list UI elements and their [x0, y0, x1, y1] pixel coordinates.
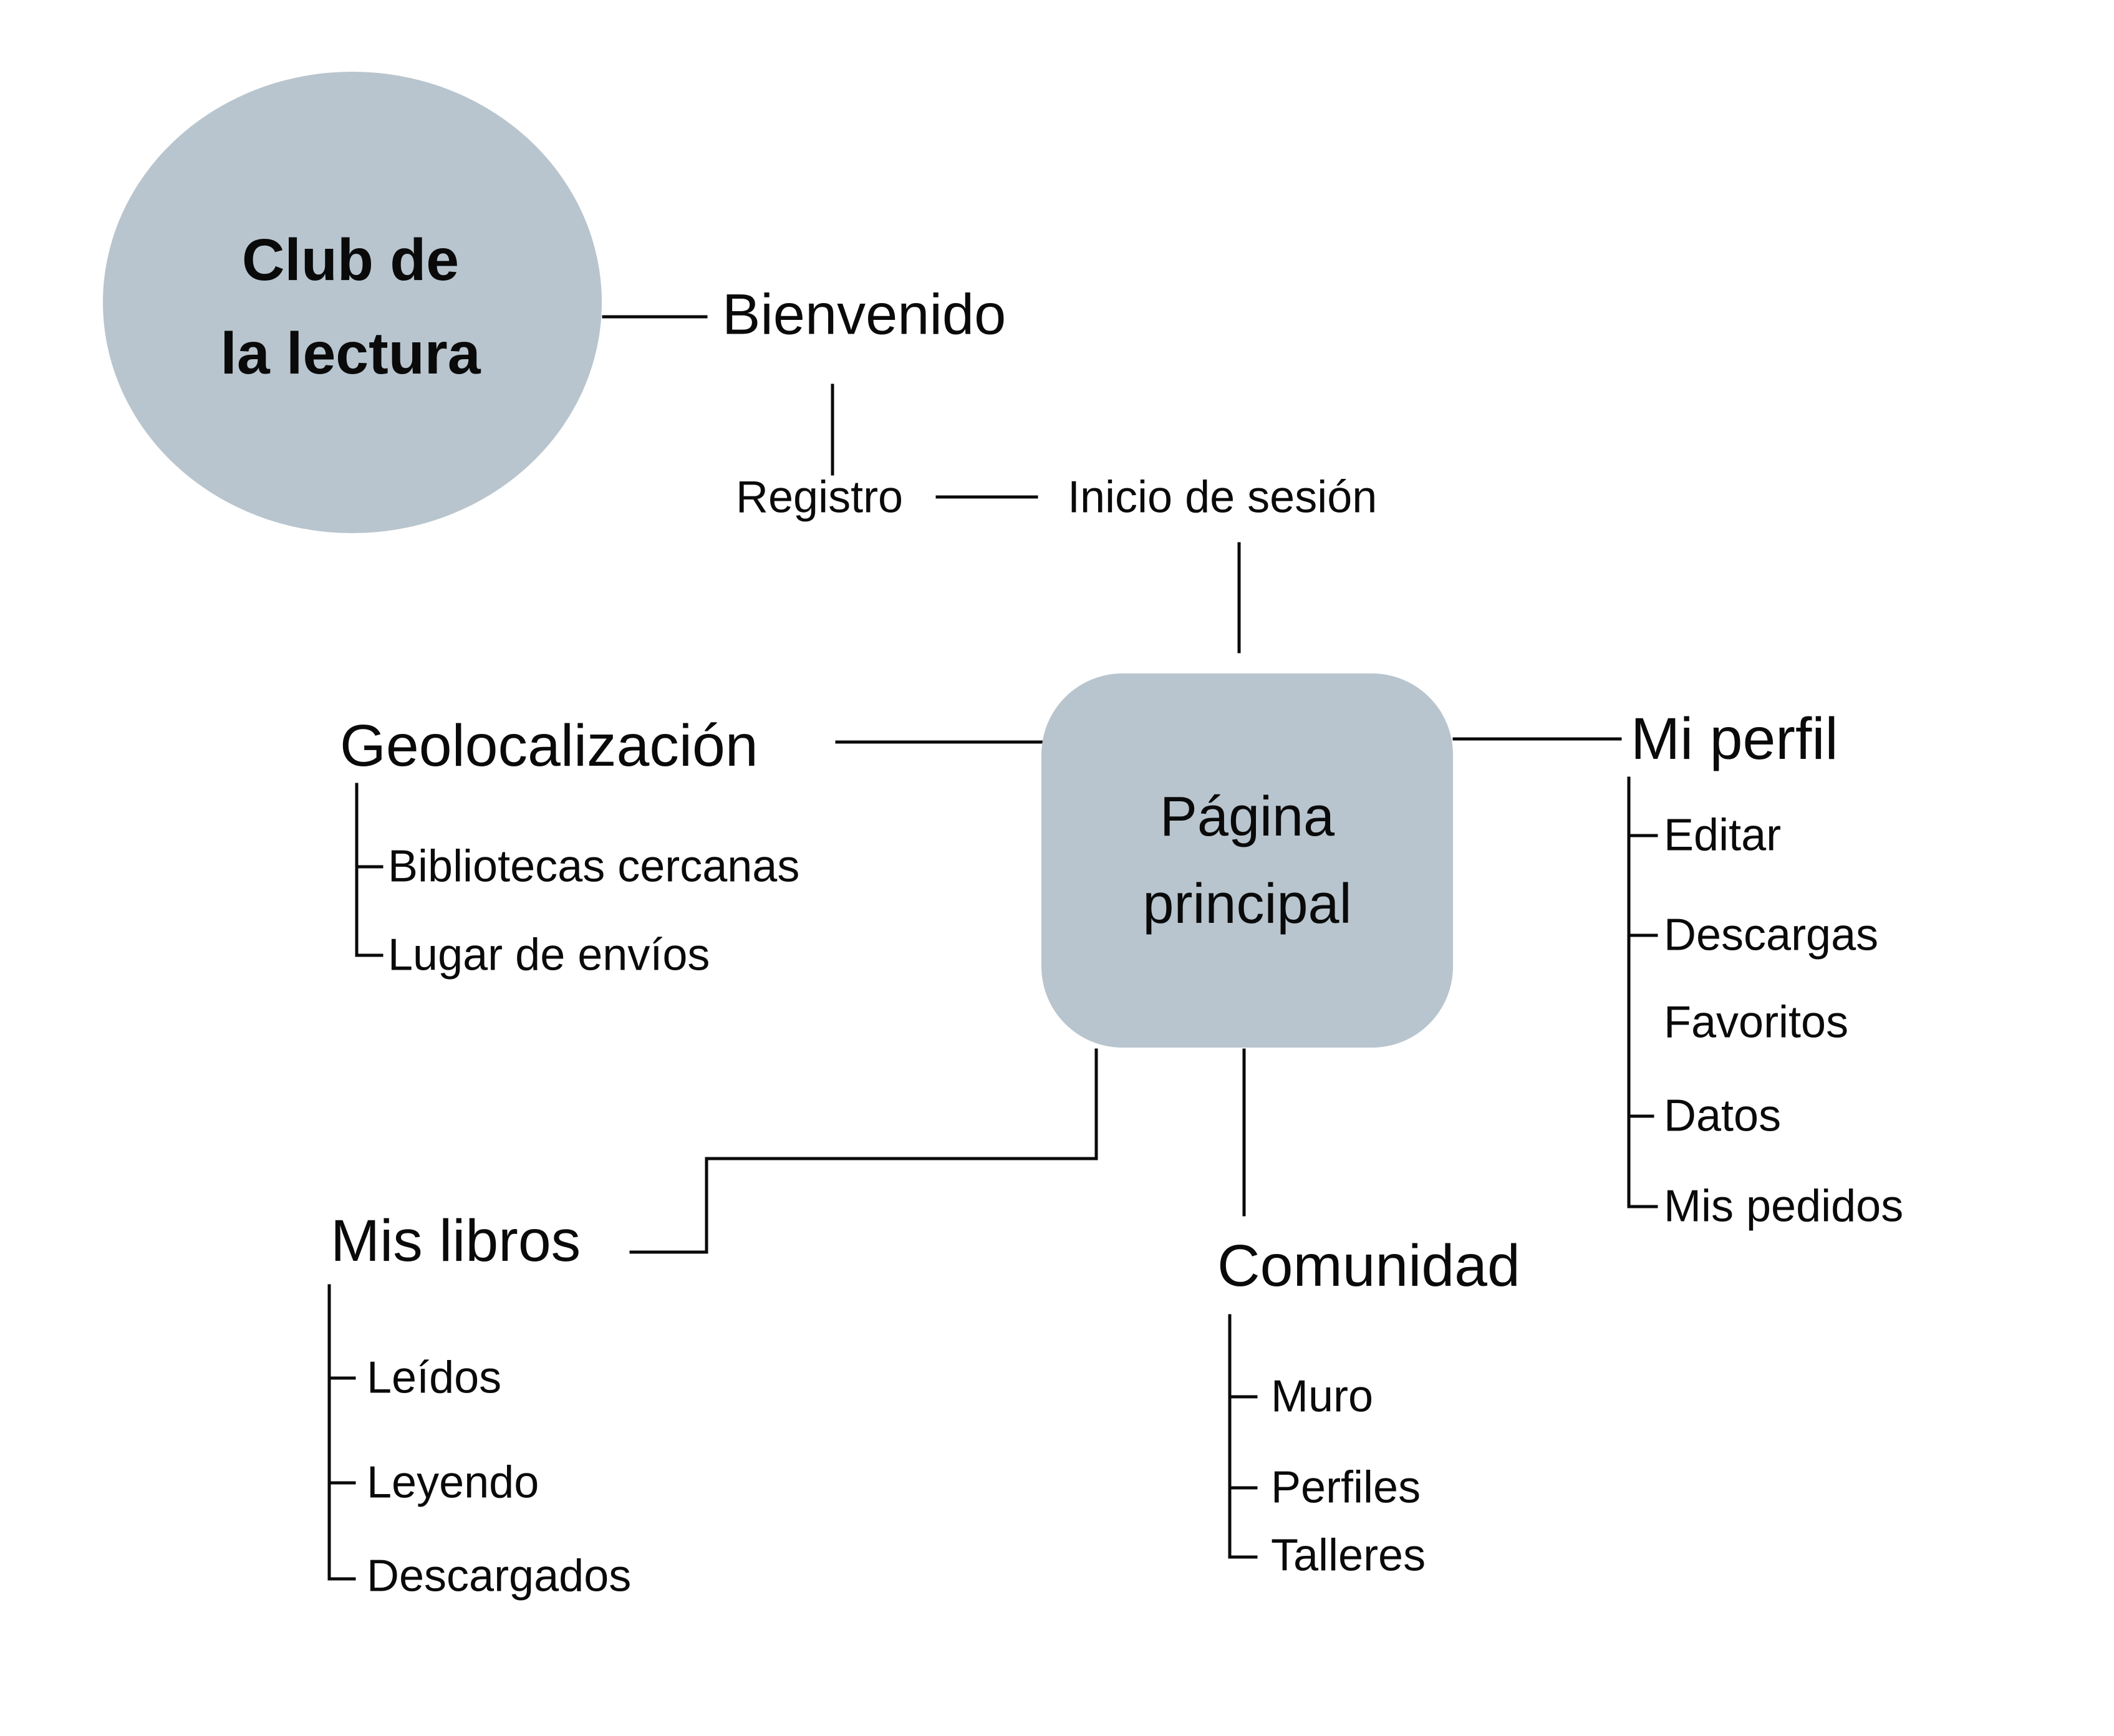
- root-node-title-line2: la lectura: [220, 321, 481, 387]
- node-editar: Editar: [1664, 810, 1782, 861]
- node-descargados: Descargados: [367, 1551, 632, 1601]
- node-muro: Muro: [1271, 1371, 1374, 1422]
- node-favoritos: Favoritos: [1664, 997, 1849, 1048]
- node-bibliotecas-cercanas: Bibliotecas cercanas: [388, 841, 800, 892]
- pagina-principal-line2: principal: [1142, 873, 1352, 935]
- node-perfiles: Perfiles: [1271, 1462, 1421, 1513]
- root-node-title: Club de la lectura: [220, 213, 480, 400]
- node-descargas: Descargas: [1664, 910, 1879, 960]
- pagina-principal-title: Página principal: [1142, 773, 1351, 948]
- node-lugar-de-envios: Lugar de envíos: [388, 930, 710, 980]
- node-mis-libros: Mis libros: [331, 1207, 581, 1274]
- node-leyendo: Leyendo: [367, 1457, 539, 1508]
- root-node-title-line1: Club de: [241, 227, 460, 293]
- node-mi-perfil: Mi perfil: [1631, 705, 1838, 772]
- node-comunidad: Comunidad: [1217, 1232, 1520, 1299]
- node-bienvenido: Bienvenido: [722, 282, 1006, 347]
- node-datos: Datos: [1664, 1091, 1782, 1141]
- node-leidos: Leídos: [367, 1353, 502, 1403]
- node-registro: Registro: [736, 472, 904, 523]
- node-mis-pedidos: Mis pedidos: [1664, 1181, 1904, 1232]
- node-geolocalizacion: Geolocalización: [340, 712, 758, 779]
- pagina-principal-line1: Página: [1159, 786, 1335, 848]
- connector-pagina-mislibros: [629, 1048, 1098, 1254]
- node-talleres: Talleres: [1271, 1530, 1426, 1581]
- root-node-shape: [103, 72, 602, 533]
- pagina-principal-shape: [1041, 673, 1453, 1048]
- node-inicio-sesion: Inicio de sesión: [1068, 472, 1378, 523]
